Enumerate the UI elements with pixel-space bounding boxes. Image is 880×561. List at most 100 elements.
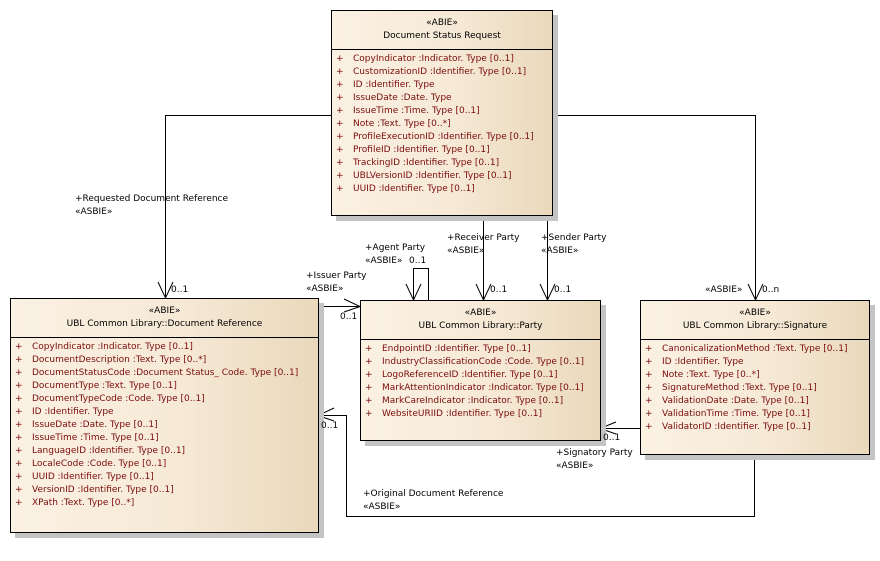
visibility: + <box>15 433 23 443</box>
attribute[interactable]: +CanonicalizationMethod :Text. Type [0..… <box>641 343 869 356</box>
class-stereotype: «ABIE» <box>739 308 771 318</box>
visibility: + <box>645 383 653 393</box>
class-name: Document Status Request <box>383 31 501 41</box>
attribute-text: UUID :Identifier. Type [0..1] <box>353 184 475 194</box>
attribute[interactable]: +Note :Text. Type [0..*] <box>641 369 869 382</box>
attribute-text: MarkAttentionIndicator :Indicator. Type … <box>382 383 584 393</box>
visibility: + <box>15 355 23 365</box>
visibility: + <box>336 119 344 129</box>
label-requested-document-reference-role: +Requested Document Reference <box>75 194 229 204</box>
attribute[interactable]: +TrackingID :Identifier. Type [0..1] <box>332 157 552 170</box>
attribute-text: SignatureMethod :Text. Type [0..1] <box>662 383 817 393</box>
attribute-text: CopyIndicator :Indicator. Type [0..1] <box>32 342 193 352</box>
attribute[interactable]: +MarkCareIndicator :Indicator. Type [0..… <box>361 395 600 408</box>
attribute[interactable]: +ProfileExecutionID :Identifier. Type [0… <box>332 131 552 144</box>
attribute[interactable]: + IssueTime :Time. Type [0..1] <box>11 432 318 445</box>
visibility: + <box>15 420 23 430</box>
attribute-text: DocumentType :Text. Type [0..1] <box>32 381 177 391</box>
connector-agent-party[interactable] <box>413 268 429 301</box>
visibility: + <box>336 145 344 155</box>
attribute[interactable]: +WebsiteURIID :Identifier. Type [0..1] <box>361 408 600 421</box>
class-name: UBL Common Library::Document Reference <box>66 319 263 329</box>
attribute-text: DocumentStatusCode :Document Status_ Cod… <box>32 368 299 378</box>
class-party[interactable]: «ABIE» UBL Common Library::Party +Endpoi… <box>360 300 601 441</box>
label-receiver-party-stereotype: «ASBIE» <box>447 246 485 256</box>
visibility: + <box>336 171 344 181</box>
label-requested-document-reference-stereotype: «ASBIE» <box>75 207 113 217</box>
visibility: + <box>336 67 344 77</box>
attribute[interactable]: + SignatureMethod :Text. Type [0..1] <box>641 382 869 395</box>
attribute[interactable]: + UBLVersionID :Identifier. Type [0..1] <box>332 170 552 183</box>
visibility: + <box>336 158 344 168</box>
attribute[interactable]: +VersionID :Identifier. Type [0..1] <box>11 484 318 497</box>
attribute-text: IssueTime :Time. Type [0..1] <box>353 106 480 116</box>
attribute-text: DocumentTypeCode :Code. Type [0..1] <box>32 394 205 404</box>
attribute-text: IndustryClassificationCode :Code. Type [… <box>382 357 584 367</box>
visibility: + <box>15 407 23 417</box>
attribute[interactable]: +MarkAttentionIndicator :Indicator. Type… <box>361 382 600 395</box>
visibility: + <box>645 422 653 432</box>
attribute[interactable]: +IssueDate :Date. Type <box>332 92 552 105</box>
class-document-reference[interactable]: «ABIE» UBL Common Library::Document Refe… <box>10 298 319 533</box>
label-agent-party-multiplicity: 0..1 <box>409 256 427 266</box>
attribute[interactable]: +DocumentType :Text. Type [0..1] <box>11 380 318 393</box>
class-header: «ABIE» UBL Common Library::Signature <box>641 301 869 340</box>
attribute[interactable]: +UUID :Identifier. Type [0..1] <box>11 471 318 484</box>
attribute[interactable]: +XPath :Text. Type [0..*] <box>11 497 318 510</box>
attribute-text: ValidatorID :Identifier. Type [0..1] <box>662 422 811 432</box>
label-signature-stereotype: «ASBIE» <box>705 285 743 295</box>
attribute[interactable]: +IssueDate :Date. Type [0..1] <box>11 419 318 432</box>
attribute-text: WebsiteURIID :Identifier. Type [0..1] <box>382 409 543 419</box>
attribute-text: EndpointID :Identifier. Type [0..1] <box>382 344 531 354</box>
attribute[interactable]: +EndpointID :Identifier. Type [0..1] <box>361 343 600 356</box>
attribute[interactable]: +ID :Identifier. Type <box>641 356 869 369</box>
attribute[interactable]: +CustomizationID :Identifier. Type [0..1… <box>332 66 552 79</box>
connector-original-document-reference[interactable] <box>318 415 755 517</box>
attribute[interactable]: +UUID :Identifier. Type [0..1] <box>332 183 552 196</box>
attribute[interactable]: +CopyIndicator :Indicator. Type [0..1] <box>332 53 552 66</box>
attribute[interactable]: +DocumentTypeCode :Code. Type [0..1] <box>11 393 318 406</box>
attribute-list: +CopyIndicator :Indicator. Type [0..1] +… <box>332 50 552 196</box>
attribute-text: LocaleCode :Code. Type [0..1] <box>32 459 167 469</box>
attribute-text: ID :Identifier. Type <box>662 357 744 367</box>
visibility: + <box>645 370 653 380</box>
connector-requested-document-reference[interactable] <box>165 115 332 299</box>
label-signatory-party-multiplicity: 0..1 <box>603 433 621 443</box>
attribute[interactable]: + IssueTime :Time. Type [0..1] <box>332 105 552 118</box>
attribute[interactable]: +LanguageID :Identifier. Type [0..1] <box>11 445 318 458</box>
attribute-text: LogoReferenceID :Identifier. Type [0..1] <box>382 370 558 380</box>
attribute[interactable]: + Note :Text. Type [0..*] <box>332 118 552 131</box>
class-name: UBL Common Library::Party <box>418 321 543 331</box>
attribute-text: ID :Identifier. Type <box>32 407 114 417</box>
attribute-text: UBLVersionID :Identifier. Type [0..1] <box>353 171 512 181</box>
attribute[interactable]: +ProfileID :Identifier. Type [0..1] <box>332 144 552 157</box>
label-original-document-reference-multiplicity: 0..1 <box>321 421 339 431</box>
label-sender-party-role: +Sender Party <box>541 233 607 243</box>
attribute[interactable]: +ID :Identifier. Type <box>332 79 552 92</box>
attribute-text: Note :Text. Type [0..*] <box>353 119 451 129</box>
attribute[interactable]: +ValidationDate :Date. Type [0..1] <box>641 395 869 408</box>
attribute[interactable]: +LogoReferenceID :Identifier. Type [0..1… <box>361 369 600 382</box>
visibility: + <box>336 106 344 116</box>
visibility: + <box>15 459 23 469</box>
attribute[interactable]: +IndustryClassificationCode :Code. Type … <box>361 356 600 369</box>
visibility: + <box>15 342 23 352</box>
class-signature[interactable]: «ABIE» UBL Common Library::Signature +Ca… <box>640 300 870 455</box>
attribute[interactable]: +ValidationTime :Time. Type [0..1] <box>641 408 869 421</box>
visibility: + <box>336 93 344 103</box>
attribute[interactable]: + CopyIndicator :Indicator. Type [0..1] <box>11 341 318 354</box>
attribute[interactable]: +DocumentStatusCode :Document Status_ Co… <box>11 367 318 380</box>
visibility: + <box>15 446 23 456</box>
attribute-text: IssueTime :Time. Type [0..1] <box>32 433 159 443</box>
class-name: UBL Common Library::Signature <box>682 321 828 331</box>
attribute[interactable]: + ID :Identifier. Type <box>11 406 318 419</box>
connector-signature[interactable] <box>552 115 756 301</box>
label-issuer-party-role: +Issuer Party <box>306 271 367 281</box>
attribute[interactable]: +DocumentDescription :Text. Type [0..*] <box>11 354 318 367</box>
visibility: + <box>15 472 23 482</box>
attribute-text: ID :Identifier. Type <box>353 80 435 90</box>
attribute-text: ValidationTime :Time. Type [0..1] <box>662 409 810 419</box>
attribute[interactable]: + ValidatorID :Identifier. Type [0..1] <box>641 421 869 434</box>
class-document-status-request[interactable]: «ABIE» Document Status Request +CopyIndi… <box>331 10 553 216</box>
attribute[interactable]: + LocaleCode :Code. Type [0..1] <box>11 458 318 471</box>
